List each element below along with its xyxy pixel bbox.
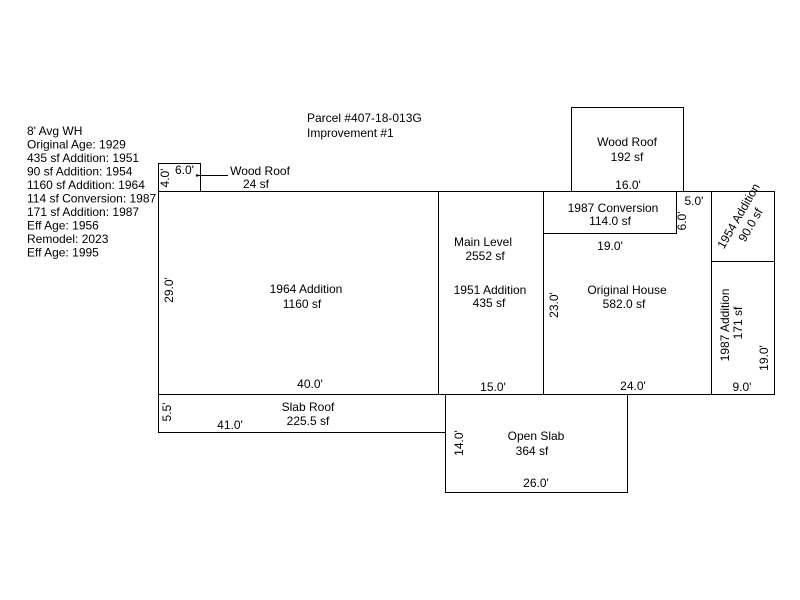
dimension-label: 41.0' <box>217 418 243 432</box>
dimension-label: 5.0' <box>685 194 704 208</box>
info-line: Eff Age: 1956 <box>27 219 99 233</box>
dimension-label: 6.0' <box>675 212 689 231</box>
area-name: 1964 Addition <box>270 282 343 296</box>
dimension-label: 6.0' <box>175 163 194 177</box>
plan-outlines <box>158 107 775 493</box>
area-size: 435 sf <box>473 296 506 310</box>
dimension-label: 4.0' <box>158 169 172 188</box>
area-name: Wood Roof <box>230 164 290 178</box>
addition-1987-outline <box>711 261 775 395</box>
dimension-label: 16.0' <box>615 178 641 192</box>
dimension-label: 9.0' <box>733 380 752 394</box>
dimension-label: 19.0' <box>597 239 623 253</box>
dimension-label: 5.5' <box>160 403 174 422</box>
area-size: 171 sf <box>731 306 745 339</box>
main-level-label: Main Level <box>454 235 512 249</box>
area-name: Slab Roof <box>282 400 335 414</box>
dimension-label: 24.0' <box>620 379 646 393</box>
area-name: 1987 Conversion <box>568 201 659 215</box>
dimension-label: 40.0' <box>297 377 323 391</box>
area-name: Open Slab <box>508 429 565 443</box>
info-line: 1160 sf Addition: 1964 <box>27 178 145 192</box>
improvement-label: Improvement #1 <box>307 126 394 140</box>
info-line: 90 sf Addition: 1954 <box>27 165 133 179</box>
area-name: 1987 Addition <box>718 289 732 362</box>
area-size: 582.0 sf <box>603 297 646 311</box>
info-line: 171 sf Addition: 1987 <box>27 205 139 219</box>
area-size: 1160 sf <box>283 297 322 311</box>
dimension-label: 14.0' <box>452 430 466 456</box>
dimension-label: 15.0' <box>480 380 506 394</box>
info-line: 435 sf Addition: 1951 <box>27 151 139 165</box>
dimension-label: 26.0' <box>523 476 549 490</box>
info-line: Eff Age: 1995 <box>27 246 99 260</box>
area-size: 192 sf <box>611 150 644 164</box>
info-line: 8' Avg WH <box>27 124 82 138</box>
info-line: Original Age: 1929 <box>27 138 126 152</box>
area-size: 364 sf <box>516 444 549 458</box>
open-slab-outline <box>445 394 628 493</box>
info-line: 114 sf Conversion: 1987 <box>27 192 157 206</box>
area-size: 24 sf <box>243 177 270 191</box>
area-name: Wood Roof <box>597 135 657 149</box>
dimension-label: 29.0' <box>162 277 176 303</box>
area-size: 225.5 sf <box>287 414 330 428</box>
property-info: 8' Avg WH Original Age: 1929 435 sf Addi… <box>27 124 157 260</box>
conversion-1987-outline <box>543 191 677 234</box>
dimension-label: 23.0' <box>547 292 561 318</box>
main-level-area: 2552 sf <box>465 249 505 263</box>
area-size: 114.0 sf <box>589 214 631 228</box>
info-line: Remodel: 2023 <box>27 232 109 246</box>
area-name: 1951 Addition <box>454 283 527 297</box>
area-name: Original House <box>587 283 667 297</box>
parcel-number: Parcel #407-18-013G <box>307 111 422 125</box>
dimension-label: 19.0' <box>757 345 771 371</box>
leader-dot <box>195 174 199 177</box>
